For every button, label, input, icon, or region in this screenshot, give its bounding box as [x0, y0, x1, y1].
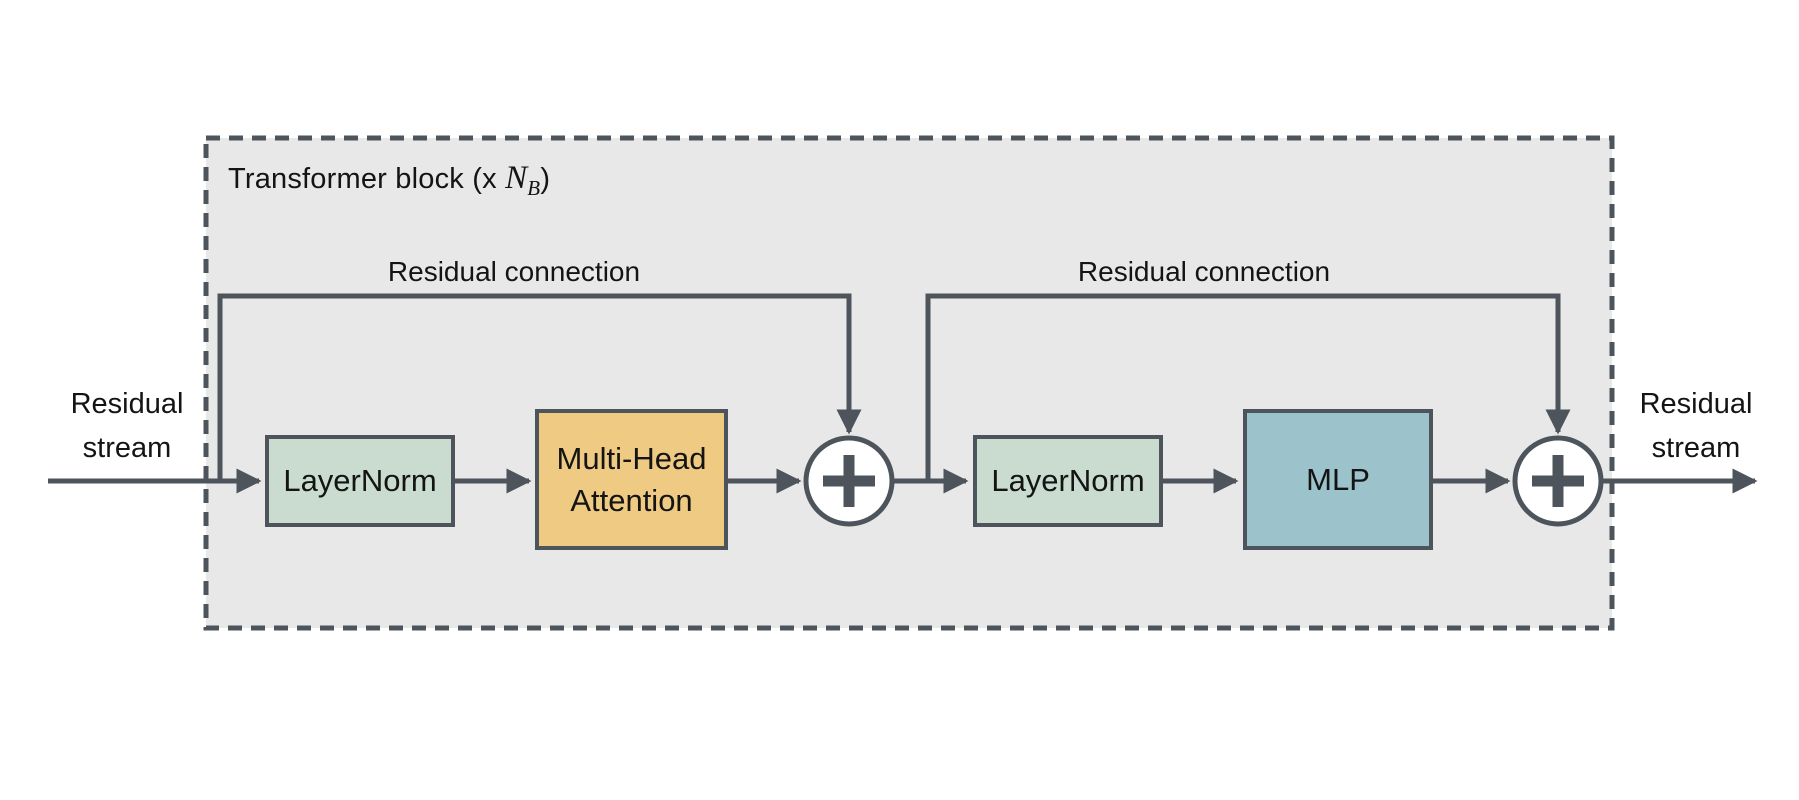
input-stream-label-line2: stream [82, 432, 172, 464]
panel-title-math-subscript: B [527, 176, 541, 200]
plus-icon [823, 455, 875, 507]
output-stream-label: Residual stream [1608, 382, 1784, 470]
input-stream-label: Residual stream [39, 382, 215, 470]
panel-title-suffix: ) [540, 163, 551, 195]
transformer-block-panel [203, 135, 1615, 631]
residual-connection-2-path [925, 293, 1571, 481]
layernorm-1-label: LayerNorm [283, 463, 437, 498]
residual-connection-1-label: Residual connection [387, 256, 641, 287]
panel-title-math-var: N [505, 160, 528, 196]
multi-head-attention-node: Multi-Head Attention [535, 409, 728, 550]
layernorm-2-label: LayerNorm [991, 463, 1145, 498]
input-stream-label-line1: Residual [70, 388, 184, 420]
layernorm-2-node: LayerNorm [973, 435, 1163, 527]
residual-connection-1-path [217, 293, 862, 481]
mlp-label: MLP [1306, 461, 1370, 497]
output-stream-label-line2: stream [1651, 432, 1741, 464]
panel-title-prefix: Transformer block (x [228, 163, 506, 195]
residual-connection-2-label: Residual connection [1077, 256, 1331, 287]
layernorm-1-node: LayerNorm [265, 435, 455, 527]
add-node-2 [1512, 435, 1604, 527]
plus-icon [1532, 455, 1584, 507]
attention-label-line2: Attention [570, 482, 693, 518]
attention-label-line1: Multi-Head [556, 440, 707, 476]
mlp-node: MLP [1243, 409, 1433, 550]
add-node-1 [803, 435, 895, 527]
panel-title: Transformer block (x NB) [228, 160, 551, 200]
output-stream-label-line1: Residual [1639, 388, 1753, 420]
